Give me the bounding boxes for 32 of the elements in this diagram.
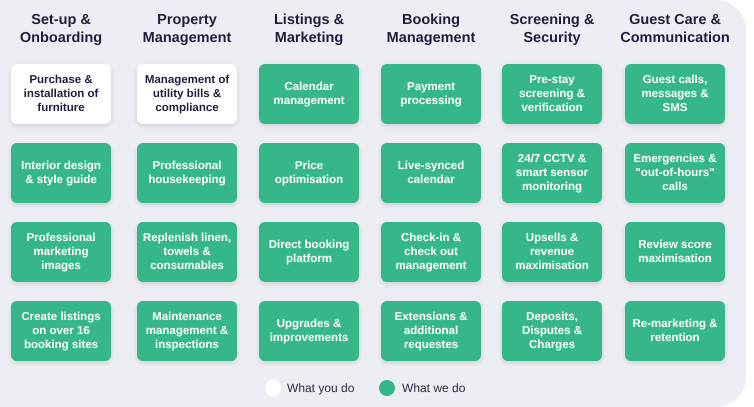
task-card: Emergencies & "out-of-hours" calls: [625, 143, 725, 203]
task-card: Professional housekeeping: [137, 143, 237, 203]
legend-label: What we do: [402, 380, 466, 396]
task-card: Guest calls, messages & SMS: [625, 64, 725, 124]
task-card: Professional marketing images: [11, 222, 111, 282]
legend-label: What you do: [287, 380, 354, 396]
column-heading: Property Management: [142, 11, 232, 47]
task-card: Direct booking platform: [259, 222, 359, 282]
task-card: Maintenance management & inspections: [137, 301, 237, 361]
task-card: Upsells & revenue maximisation: [502, 222, 602, 282]
task-card: Price optimisation: [259, 143, 359, 203]
task-card: Management of utility bills & compliance: [137, 64, 237, 124]
task-card: Calendar management: [259, 64, 359, 124]
column-heading: Listings & Marketing: [272, 11, 346, 47]
column-heading: Guest Care & Communication: [619, 11, 731, 47]
column-heading: Screening & Security: [508, 11, 596, 47]
column-heading: Booking Management: [386, 11, 476, 47]
task-card: Upgrades & improvements: [259, 301, 359, 361]
task-card: Interior design & style guide: [11, 143, 111, 203]
task-card: Deposits, Disputes & Charges: [502, 301, 602, 361]
task-card: 24/7 CCTV & smart sensor monitoring: [502, 143, 602, 203]
task-card: Replenish linen, towels & consumables: [137, 222, 237, 282]
task-card: Extensions & additional requestes: [381, 301, 481, 361]
task-card: Check-in & check out management: [381, 222, 481, 282]
task-card: Payment processing: [381, 64, 481, 124]
task-card: Purchase & installation of furniture: [11, 64, 111, 124]
task-card: Pre-stay screening & verification: [502, 64, 602, 124]
task-card: Live-synced calendar: [381, 143, 481, 203]
task-card: Review score maximisation: [625, 222, 725, 282]
task-card: Create listings on over 16 booking sites: [11, 301, 111, 361]
task-card: Re-marketing & retention: [625, 301, 725, 361]
column-heading: Set-up & Onboarding: [18, 11, 104, 47]
